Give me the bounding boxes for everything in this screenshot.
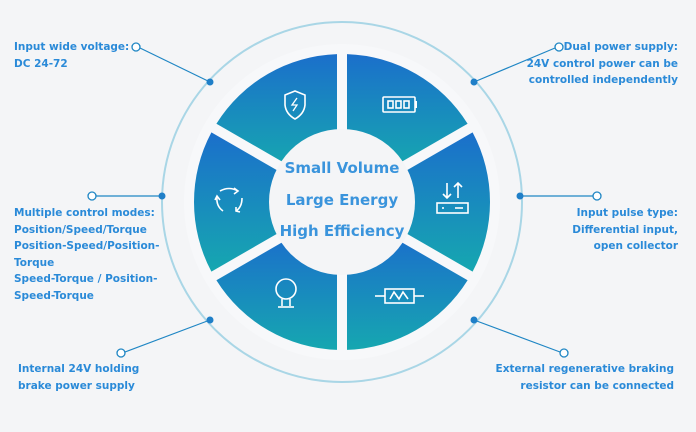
resistor-icon [375,288,424,304]
feature-title: Input pulse type: [576,207,678,219]
center-line-3: High Efficiency [279,222,405,240]
node-left [87,191,97,201]
feature-line: Position/Speed/Torque [14,223,147,236]
feature-control-modes: Multiple control modes: Position/Speed/T… [14,205,160,304]
feature-title: Multiple control modes: [14,207,155,219]
feature-line: resistor can be connected [520,379,674,392]
feature-line: controlled independently [528,74,678,86]
transfer-arrows-icon [436,181,469,214]
feature-line: Speed-Torque / Position- [14,273,158,285]
node-top-right [554,42,564,52]
feature-title: Dual power supply: [563,41,678,53]
feature-line: DC 24-72 [14,57,68,70]
feature-line: Position-Speed/Position- [14,240,160,252]
node-bottom-right [559,348,569,358]
feature-line: Differential input, [572,223,678,236]
connector-bottom-right [473,319,561,353]
feature-input-voltage: Input wide voltage: DC 24-72 [14,39,129,72]
feature-line: External regenerative braking [495,363,674,375]
feature-dual-power: Dual power supply: 24V control power can… [527,39,678,89]
feature-title: Input wide voltage: [14,41,130,53]
connector-bottom-left [124,319,211,353]
feature-line: Torque [14,256,55,269]
feature-line: open collector [593,240,678,252]
feature-regen-resistor: External regenerative braking resistor c… [496,361,674,394]
center-line-2: Large Energy [285,191,399,209]
feature-input-pulse: Input pulse type: Differential input, op… [572,205,678,255]
outer-ring [161,21,523,383]
shield-lightning-icon [284,90,306,120]
connector-top-left [139,47,211,83]
feature-line: Internal 24V holding [18,363,140,375]
segment-pulse-input [396,132,490,272]
cycle-arrows-icon [214,187,243,213]
center-disc [269,129,415,275]
node-top-left [131,42,141,52]
node-bottom-left [116,348,126,358]
feature-line: brake power supply [18,379,135,392]
battery-icon [382,96,417,113]
node-right [592,191,602,201]
feature-brake-supply: Internal 24V holding brake power supply [18,361,139,394]
feature-line: 24V control power can be [526,57,678,70]
connector-top-right [473,47,556,83]
feature-line: Speed-Torque [14,289,94,302]
brake-coil-icon [275,278,297,308]
center-line-1: Small Volume [284,159,400,177]
